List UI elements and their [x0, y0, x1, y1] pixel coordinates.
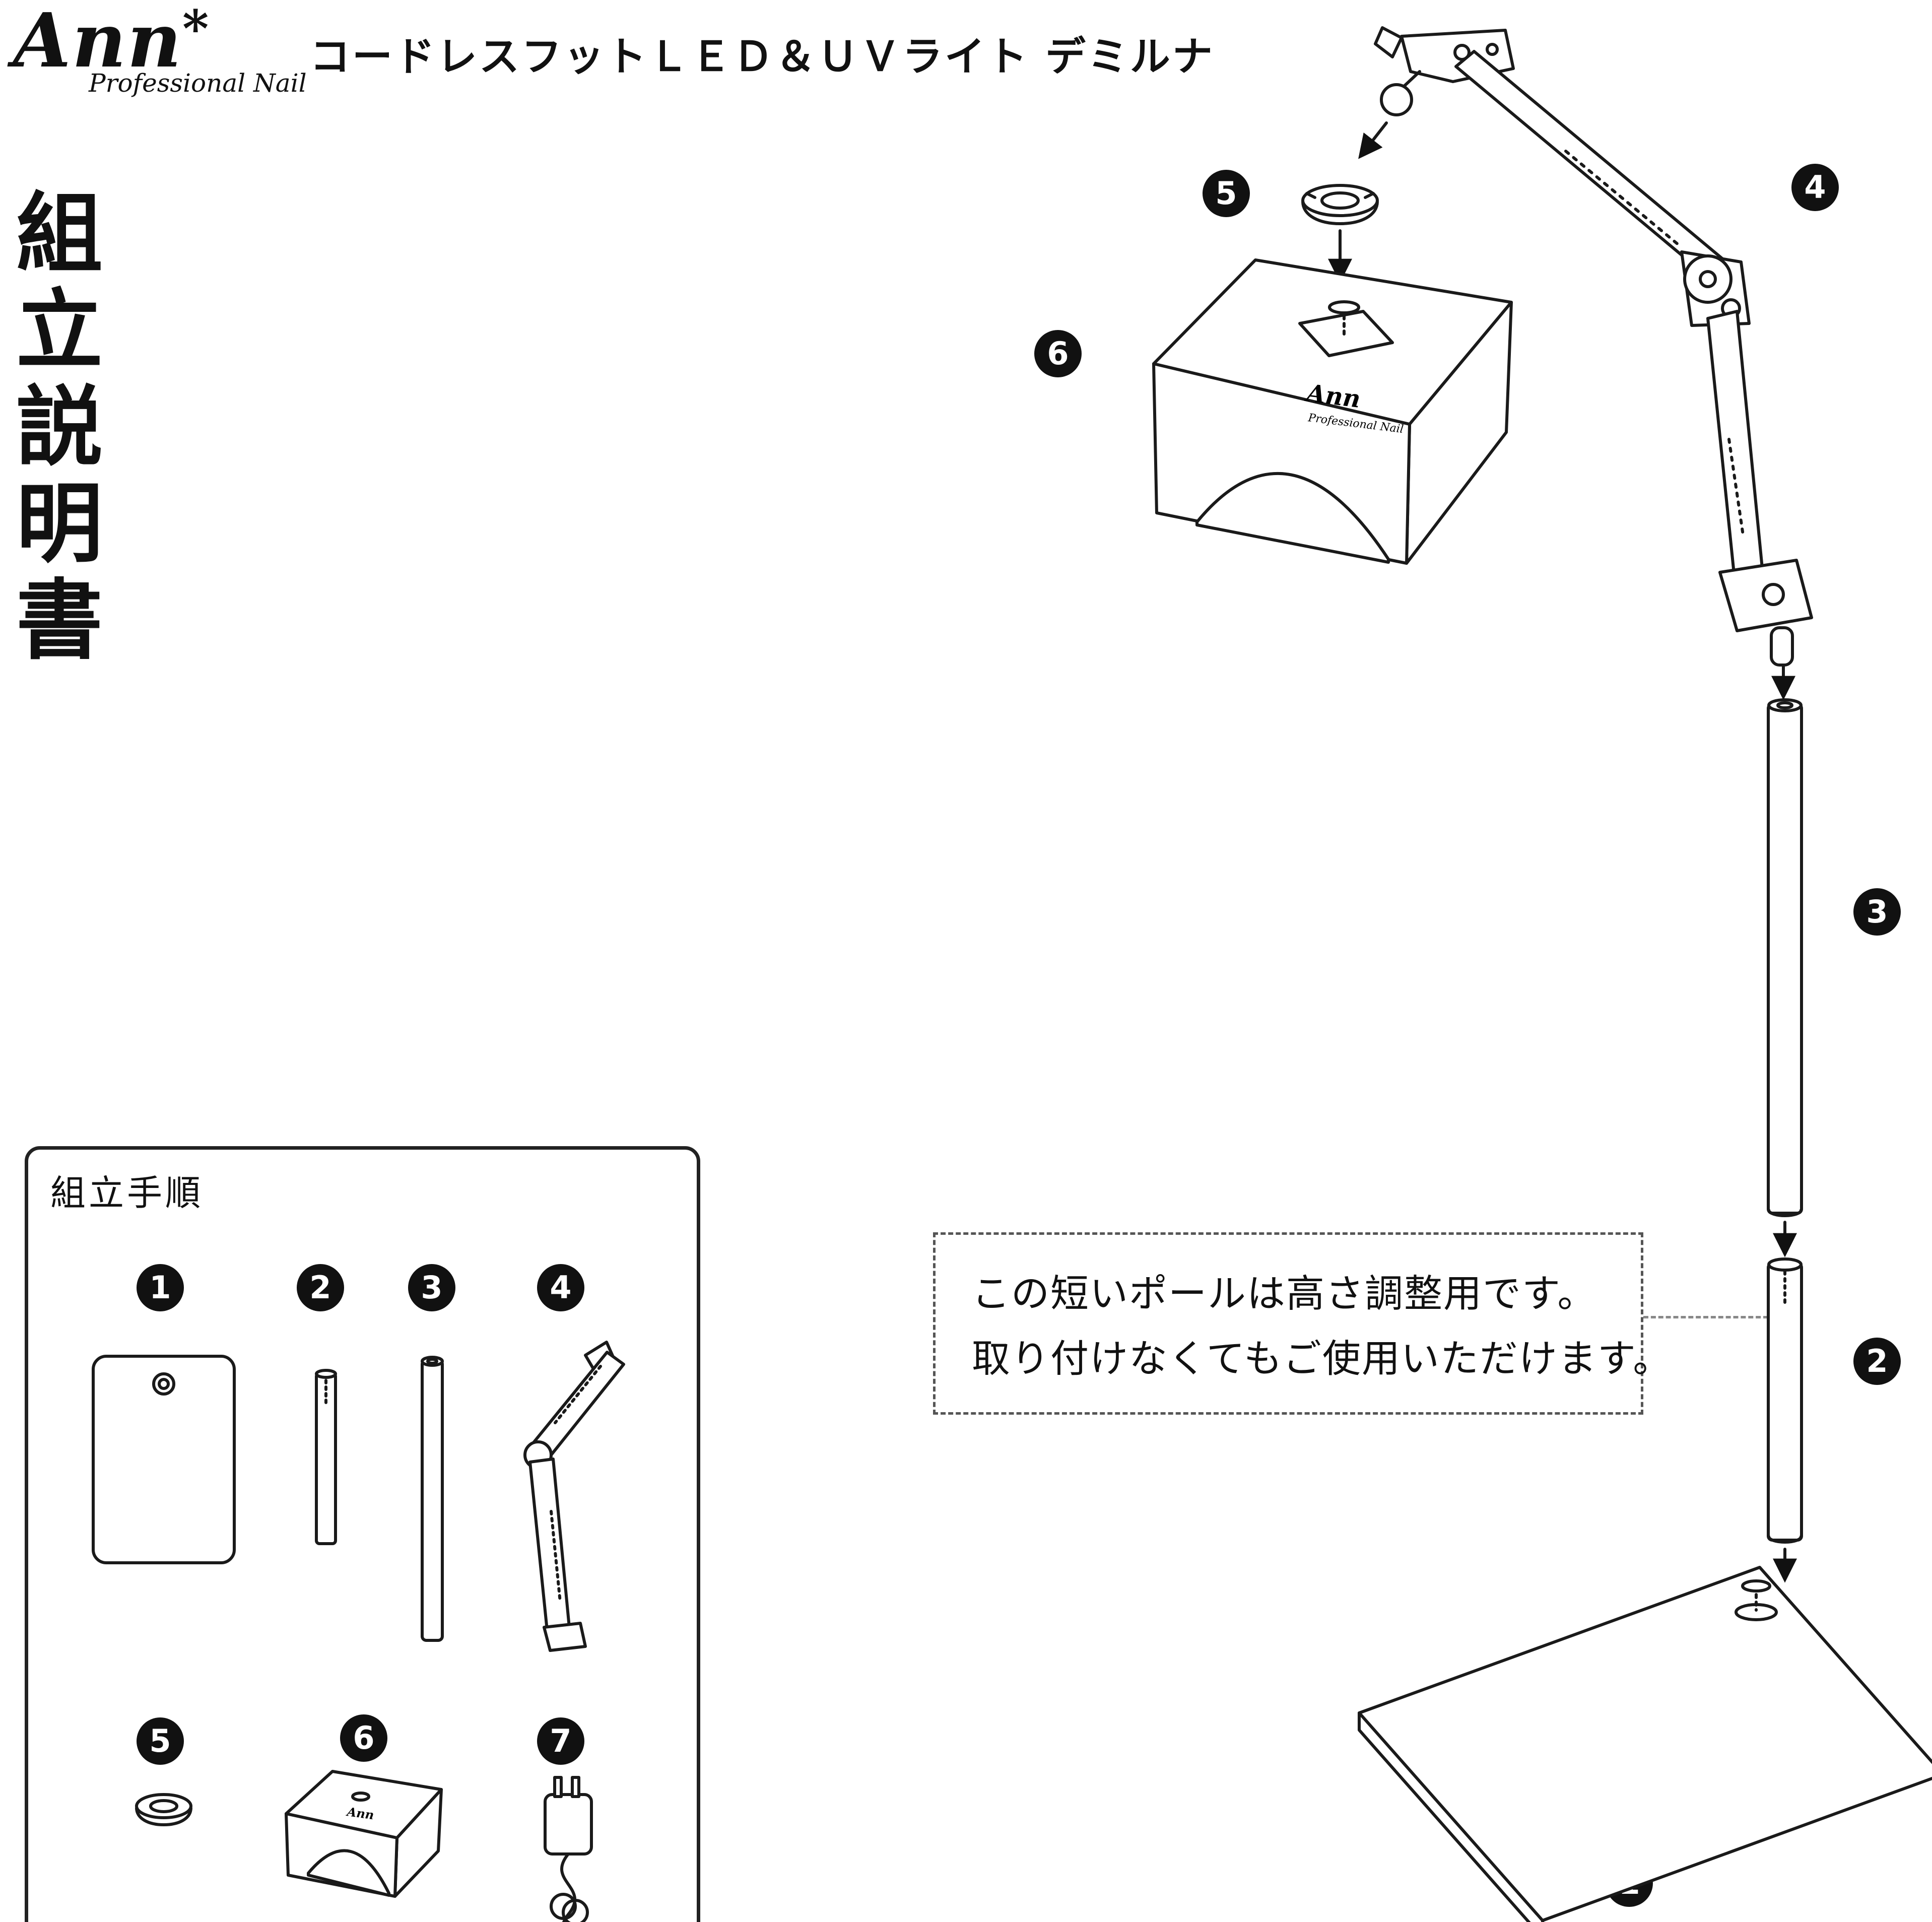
step-6-badge: 6: [1034, 330, 1082, 377]
step-4-badge: 4: [1791, 164, 1839, 211]
part-4-badge: 4: [537, 1264, 584, 1311]
part-2-badge: 2: [297, 1264, 344, 1311]
spring-arm-assembly: [1374, 26, 1813, 667]
wing-bolt: [1374, 26, 1403, 58]
long-pole: [1767, 698, 1803, 1217]
lamp-logo-text: Ann: [1303, 379, 1362, 414]
part-6-badge: 6: [340, 1714, 387, 1762]
upper-spring: [1564, 150, 1680, 246]
parts-list-title: 組立手順: [50, 1172, 204, 1214]
sparkle-icon: *: [182, 0, 210, 58]
brand-name: Ann: [13, 0, 183, 84]
note-connector-line: [1643, 1316, 1768, 1318]
note-line-1: この短いポールは高さ調整用です。: [972, 1271, 1597, 1316]
base-plate: [1358, 1566, 1932, 1922]
base-plate-icon: [92, 1355, 236, 1564]
spring-arm-icon: [523, 1341, 625, 1652]
assembly-manual-vertical-title: 組立説明書: [1, 187, 102, 671]
brand-logo-subtext: Professional Nail: [89, 69, 307, 98]
ring-nut: [1301, 184, 1379, 225]
led-uv-lamp-unit: Ann Professional Nail: [1152, 258, 1513, 565]
part-7-badge: 7: [537, 1717, 584, 1765]
short-pole-icon: [315, 1369, 337, 1545]
long-pole-icon: [421, 1356, 444, 1642]
product-title: コードレスフットＬＥＤ＆ＵＶライト デミルナ: [310, 33, 1215, 80]
short-pole: [1767, 1257, 1803, 1544]
step-2-badge: 2: [1853, 1338, 1901, 1385]
note-line-2: 取り付けなくてもご使用いただけます。: [972, 1336, 1673, 1381]
arm-stem: [1770, 626, 1794, 667]
ball-knob: [1380, 83, 1413, 116]
lower-spring: [1727, 438, 1745, 537]
part-5-badge: 5: [137, 1717, 184, 1765]
ac-adapter-icon: [544, 1776, 593, 1922]
height-adjust-note: この短いポールは高さ調整用です。 取り付けなくてもご使用いただけます。: [933, 1232, 1673, 1415]
step-5-badge: 5: [1203, 170, 1250, 217]
led-uv-lamp-icon: Ann: [285, 1770, 443, 1898]
lamp-arch-opening: [1195, 472, 1390, 564]
part-1-badge: 1: [137, 1264, 184, 1311]
brand-logo: Ann* Professional Nail: [13, 3, 307, 98]
part-3-badge: 3: [408, 1264, 455, 1311]
step-3-badge: 3: [1853, 888, 1901, 936]
brand-logo-text: Ann*: [13, 3, 307, 78]
ring-nut-icon: [135, 1793, 192, 1826]
arrow-ball-to-nut: [1358, 121, 1388, 159]
